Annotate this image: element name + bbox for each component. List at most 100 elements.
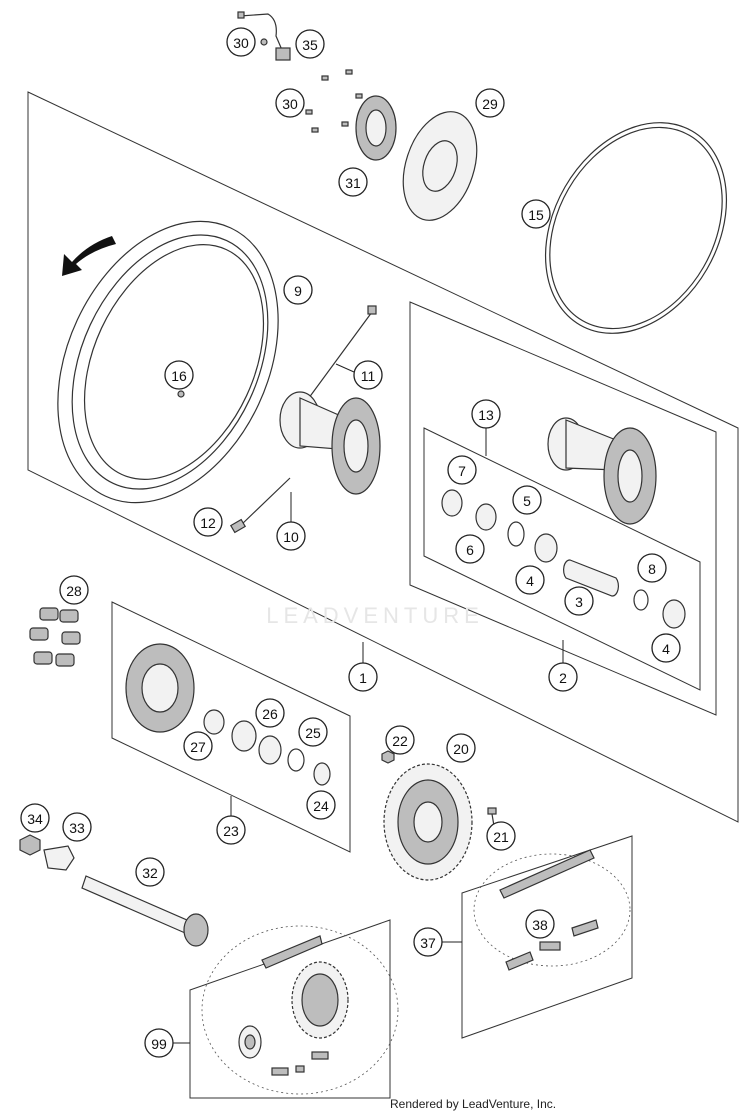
callout-11[interactable]: 11 (353, 360, 383, 390)
shaft-seal-part[interactable] (475, 503, 497, 531)
callout-35[interactable]: 35 (295, 29, 325, 59)
callout-15[interactable]: 15 (521, 199, 551, 229)
callout-circle[interactable] (295, 29, 325, 59)
chain-kit-link-part[interactable] (271, 1067, 289, 1076)
callout-circle[interactable] (338, 167, 368, 197)
chain-lower-part[interactable] (505, 951, 534, 971)
chain-lower-right-part[interactable] (571, 919, 599, 937)
sensor-wheel-part[interactable] (355, 95, 397, 161)
chain-kit-clip-part[interactable] (295, 1065, 305, 1073)
callout-circle[interactable] (564, 586, 594, 616)
wheel-spindle-head-part[interactable] (183, 913, 209, 947)
callout-circle[interactable] (306, 790, 336, 820)
callout-circle[interactable] (193, 507, 223, 537)
rim-band-inner-part[interactable] (515, 96, 750, 359)
disc-bolts-part[interactable] (305, 69, 363, 133)
chain-kit-sprocket-part[interactable] (291, 961, 349, 1039)
callout-circle[interactable] (62, 812, 92, 842)
wheel-speed-sensor-part[interactable] (237, 11, 291, 61)
rim-part[interactable] (15, 186, 321, 539)
distance-bushing-part[interactable] (633, 589, 649, 611)
spoke-part[interactable] (299, 311, 373, 411)
callout-circle[interactable] (298, 717, 328, 747)
callout-30b[interactable]: 30 (275, 88, 305, 118)
chain-kit-link-second-part[interactable] (311, 1051, 329, 1060)
callout-4b[interactable]: 4 (651, 633, 681, 663)
callout-1[interactable]: 1 (348, 662, 378, 692)
callout-circle[interactable] (20, 803, 50, 833)
bearing-part[interactable] (534, 533, 558, 563)
callout-20[interactable]: 20 (446, 733, 476, 763)
callout-23[interactable]: 23 (216, 815, 246, 845)
callout-circle[interactable] (521, 199, 551, 229)
cush-drive-rubbers-part[interactable] (29, 607, 81, 667)
callout-21[interactable]: 21 (486, 821, 516, 851)
chain-kit-front-sprocket-part[interactable] (238, 1025, 262, 1059)
callout-circle[interactable] (348, 662, 378, 692)
callout-34[interactable]: 34 (20, 803, 50, 833)
drive-washer-part[interactable] (313, 762, 331, 786)
callout-circle[interactable] (164, 360, 194, 390)
callout-circle[interactable] (512, 485, 542, 515)
callout-2[interactable]: 2 (548, 662, 578, 692)
callout-circle[interactable] (135, 857, 165, 887)
callout-32[interactable]: 32 (135, 857, 165, 887)
wheel-hub-part[interactable] (279, 391, 381, 495)
callout-25[interactable]: 25 (298, 717, 328, 747)
chain-link-part[interactable] (539, 941, 561, 951)
callout-37[interactable]: 37 (413, 927, 443, 957)
drive-flange-part[interactable] (125, 643, 195, 733)
callout-38[interactable]: 38 (525, 909, 555, 939)
callout-circle[interactable] (447, 455, 477, 485)
callout-circle[interactable] (216, 815, 246, 845)
callout-29[interactable]: 29 (475, 88, 505, 118)
callout-33[interactable]: 33 (62, 812, 92, 842)
callout-31[interactable]: 31 (338, 167, 368, 197)
spoke-nipple-top-part[interactable] (367, 305, 377, 315)
spacer-part[interactable] (563, 559, 619, 597)
wheel-spindle-part[interactable] (81, 875, 197, 937)
chain-part[interactable] (499, 849, 595, 899)
rim-band-part[interactable] (509, 90, 750, 366)
callout-circle[interactable] (59, 575, 89, 605)
callout-circle[interactable] (385, 725, 415, 755)
callout-8[interactable]: 8 (637, 553, 667, 583)
brake-disc-part[interactable] (390, 102, 489, 230)
callout-16[interactable]: 16 (164, 360, 194, 390)
callout-26[interactable]: 26 (255, 698, 285, 728)
hub-assembly-part[interactable] (547, 417, 657, 525)
callout-circle[interactable] (486, 821, 516, 851)
callout-circle[interactable] (283, 275, 313, 305)
callout-circle[interactable] (255, 698, 285, 728)
callout-circle[interactable] (446, 733, 476, 763)
sprocket-nut-part[interactable] (381, 750, 395, 764)
axle-nut-part[interactable] (19, 834, 41, 856)
callout-circle[interactable] (455, 534, 485, 564)
callout-24[interactable]: 24 (306, 790, 336, 820)
callout-circle[interactable] (276, 521, 306, 551)
seal-ring-part[interactable] (441, 489, 463, 517)
callout-22[interactable]: 22 (385, 725, 415, 755)
callout-circle[interactable] (144, 1028, 174, 1058)
drive-bearing-part[interactable] (231, 720, 257, 752)
chain-adjuster-part[interactable] (43, 845, 75, 871)
spoke-nipple-part[interactable] (229, 518, 247, 534)
callout-7[interactable]: 7 (447, 455, 477, 485)
callout-circle[interactable] (275, 88, 305, 118)
callout-10[interactable]: 10 (276, 521, 306, 551)
spacer-sleeve-part[interactable] (203, 709, 225, 735)
drive-ring-part[interactable] (287, 748, 305, 772)
spoke-lower-part[interactable] (239, 477, 291, 527)
chain-kit-chain-part[interactable] (261, 935, 323, 969)
callout-99[interactable]: 99 (144, 1028, 174, 1058)
callout-9[interactable]: 9 (283, 275, 313, 305)
rear-sprocket-part[interactable] (383, 763, 473, 881)
callout-3[interactable]: 3 (564, 586, 594, 616)
callout-12[interactable]: 12 (193, 507, 223, 537)
callout-circle[interactable] (651, 633, 681, 663)
callout-5[interactable]: 5 (512, 485, 542, 515)
sensor-bolt-part[interactable] (260, 38, 268, 46)
callout-circle[interactable] (525, 909, 555, 939)
callout-circle[interactable] (353, 360, 383, 390)
bearing-second-part[interactable] (662, 599, 686, 629)
